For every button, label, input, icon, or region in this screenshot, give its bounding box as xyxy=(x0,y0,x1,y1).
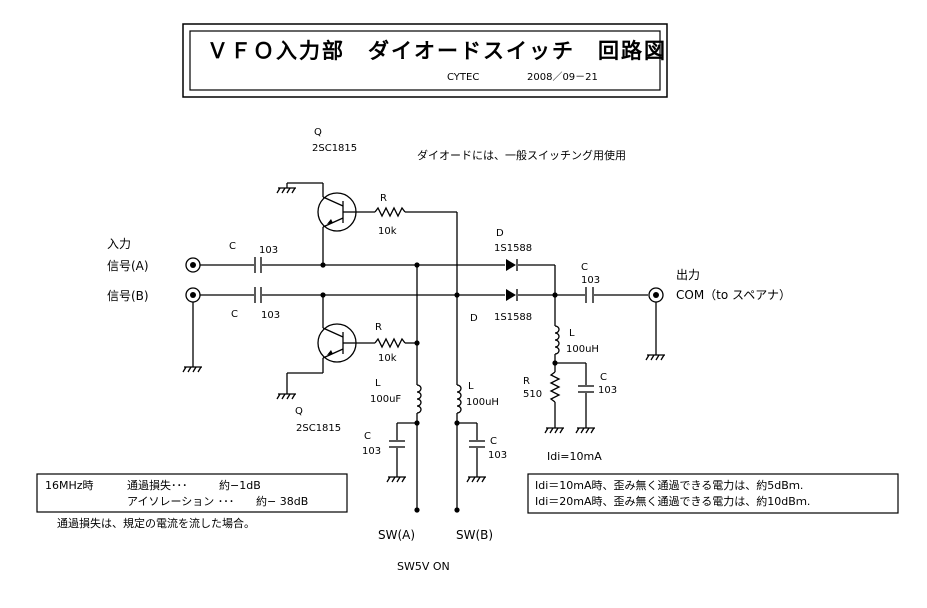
resistor-bottom xyxy=(374,337,406,349)
l-a-val: 100uF xyxy=(370,394,401,405)
isolation-item: アイソレーション ･･･ xyxy=(127,495,234,508)
r-bot-ref: R xyxy=(375,322,382,333)
wires xyxy=(192,182,657,510)
date-text: 2008／09－21 xyxy=(527,71,598,83)
transistor-top xyxy=(317,192,357,232)
c-b-val: 103 xyxy=(488,450,507,461)
sw-on-label: SW5V ON xyxy=(397,560,450,573)
c-b-ref: C xyxy=(490,436,497,447)
power-line-2: Idi＝20mA時、歪み無く通過できる電力は、約10dBｍ. xyxy=(535,494,810,508)
transistor-bottom xyxy=(317,323,357,363)
input-a-label: 信号(A) xyxy=(107,259,149,273)
idi-label: Idi=10mA xyxy=(547,450,602,463)
c-a-val: 103 xyxy=(362,446,381,457)
d-bot-part: 1S1588 xyxy=(494,312,532,323)
ground-icon xyxy=(544,427,564,434)
junctions xyxy=(320,262,558,513)
r-out-ref: R xyxy=(523,376,530,387)
r-out-val: 510 xyxy=(523,389,542,400)
q-bot-ref: Q xyxy=(295,406,303,417)
loss-value: 約−1dB xyxy=(219,478,261,492)
d-top-ref: D xyxy=(496,228,504,239)
ground-icons xyxy=(182,187,665,483)
c-in-a-val: 103 xyxy=(259,245,278,256)
input-b-label: 信号(B) xyxy=(107,289,149,303)
l-out-ref: L xyxy=(569,328,575,339)
input-b-connector xyxy=(185,287,201,303)
capacitor-in-a xyxy=(254,257,262,273)
c-a-ref: C xyxy=(364,431,371,442)
input-a-connector xyxy=(185,257,201,273)
loss-box: 16MHz時 通過損失･･･ 約−1dB アイソレーション ･･･ 約− 38d… xyxy=(36,473,348,513)
isolation-value: 約− 38dB xyxy=(256,494,308,508)
capacitor-bias xyxy=(578,385,594,393)
inductor-sw-a xyxy=(416,384,422,414)
ground-icon xyxy=(386,476,406,483)
ground-icon xyxy=(466,476,486,483)
l-a-ref: L xyxy=(375,378,381,389)
loss-freq: 16MHz時 xyxy=(45,479,94,492)
q-top-ref: Q xyxy=(314,127,322,138)
c-out-ref: C xyxy=(581,262,588,273)
resistor-top xyxy=(374,206,406,218)
c-in-a-ref: C xyxy=(229,241,236,252)
r-top-ref: R xyxy=(380,193,387,204)
diode-bottom xyxy=(506,289,518,301)
q-top-part: 2SC1815 xyxy=(312,143,357,154)
loss-item: 通過損失･･･ xyxy=(127,478,188,492)
capacitor-in-b xyxy=(254,287,262,303)
loss-note: 通過損失は、規定の電流を流した場合。 xyxy=(57,516,255,530)
title-text: ＶＦＯ入力部 ダイオードスイッチ 回路図 xyxy=(207,39,667,63)
ground-icon xyxy=(645,354,665,361)
l-out-val: 100uH xyxy=(566,344,599,355)
ground-icon xyxy=(575,427,595,434)
sw-b-label: SW(B) xyxy=(456,528,493,542)
output-connector xyxy=(648,287,664,303)
c-bias-val: 103 xyxy=(598,385,617,396)
r-bot-val: 10k xyxy=(378,353,397,364)
q-bot-part: 2SC1815 xyxy=(296,423,341,434)
inductor-sw-b xyxy=(456,384,462,414)
c-out-val: 103 xyxy=(581,275,600,286)
inductor-output xyxy=(554,325,560,355)
title-block: ＶＦＯ入力部 ダイオードスイッチ 回路図 CYTEC 2008／09－21 xyxy=(182,23,668,98)
capacitor-sw-b xyxy=(469,440,485,448)
diode-note: ダイオードには、一般スイッチング用使用 xyxy=(417,148,626,162)
l-b-ref: L xyxy=(468,381,474,392)
ground-icon xyxy=(182,366,202,373)
ground-icon xyxy=(276,393,296,400)
l-b-val: 100uH xyxy=(466,397,499,408)
diode-top xyxy=(506,259,518,271)
output-label: 出力 xyxy=(676,268,700,282)
sw-a-label: SW(A) xyxy=(378,528,415,542)
c-bias-ref: C xyxy=(600,372,607,383)
d-top-part: 1S1588 xyxy=(494,243,532,254)
power-box: Idi＝10mA時、歪み無く通過できる電力は、約5dBｍ. Idi＝20mA時、… xyxy=(527,473,899,514)
c-in-b-val: 103 xyxy=(261,310,280,321)
resistor-output xyxy=(549,371,561,403)
input-label: 入力 xyxy=(107,237,131,251)
power-line-1: Idi＝10mA時、歪み無く通過できる電力は、約5dBｍ. xyxy=(535,478,803,492)
capacitor-out xyxy=(585,287,594,303)
author-text: CYTEC xyxy=(447,72,479,83)
capacitor-sw-a xyxy=(389,440,405,448)
r-top-val: 10k xyxy=(378,226,397,237)
c-in-b-ref: C xyxy=(231,309,238,320)
ground-icon xyxy=(276,187,296,194)
output-com-label: COM（to スペアナ） xyxy=(676,288,791,302)
d-bot-ref: D xyxy=(470,313,478,324)
